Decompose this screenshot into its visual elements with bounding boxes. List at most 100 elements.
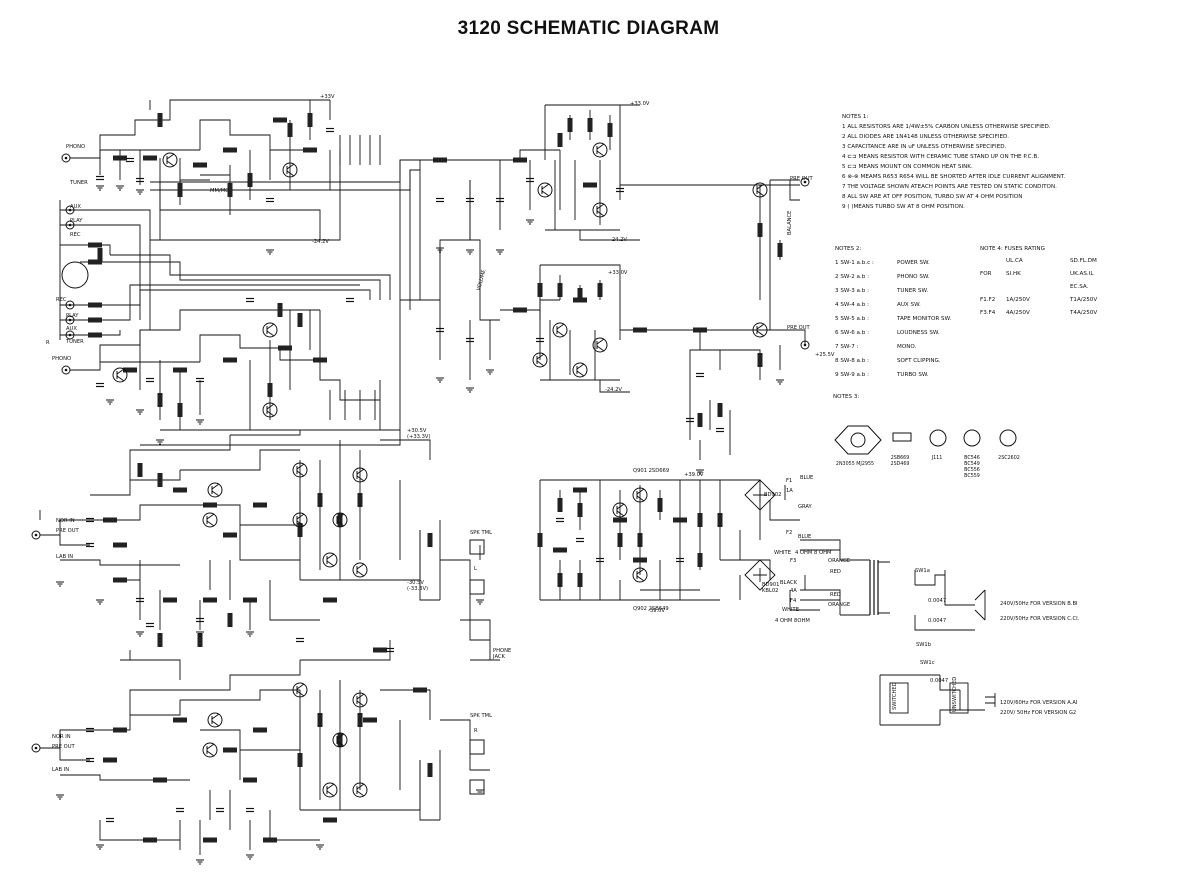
- ground-symbol: [475, 789, 485, 795]
- resistor: [103, 757, 117, 763]
- notes-3-heading: NOTES 3:: [833, 394, 860, 400]
- transistor: [202, 512, 218, 528]
- resistor: [717, 403, 723, 417]
- resistor: [173, 367, 187, 373]
- resistor: [363, 717, 377, 723]
- resistor: [277, 303, 283, 317]
- label-l: L: [474, 566, 477, 572]
- ground-symbol: [95, 599, 105, 605]
- capacitor: [715, 427, 725, 433]
- resistor: [513, 307, 527, 313]
- label-tuner-2: TUNER: [66, 339, 84, 345]
- note-2-key: 3 SW-3 a.b :: [835, 288, 869, 294]
- transistor: [322, 552, 338, 568]
- resistor: [307, 113, 313, 127]
- label-bd901: BD901 KBL02: [762, 582, 780, 594]
- label-sw1a: SW1a: [915, 568, 930, 574]
- resistor: [143, 837, 157, 843]
- resistor: [103, 517, 117, 523]
- transistor: [552, 322, 568, 338]
- ground-symbol: [195, 419, 205, 425]
- capacitor: [145, 622, 155, 628]
- resistor: [583, 182, 597, 188]
- ground-symbol: [465, 387, 475, 393]
- label-sw1b: SW1b: [916, 642, 932, 648]
- notes-1: NOTES 1: 1 ALL RESISTORS ARE 1/4W±5% CAR…: [842, 112, 1172, 212]
- transistor: [207, 712, 223, 728]
- capacitor: [125, 157, 135, 163]
- resistor: [223, 357, 237, 363]
- resistor: [717, 513, 723, 527]
- resistor: [173, 717, 187, 723]
- ground-symbol: [135, 631, 145, 637]
- fuse-rating-a: 1A/250V: [1006, 297, 1030, 303]
- resistor: [673, 517, 687, 523]
- label-bd902: BD902: [764, 492, 782, 498]
- label-cap-0047b: 0.0047: [928, 618, 947, 624]
- fuse-rating-a: 4A/250V: [1006, 310, 1030, 316]
- resistor: [243, 777, 257, 783]
- resistor: [413, 687, 427, 693]
- transistor: [202, 742, 218, 758]
- note-2-key: 7 SW-7 :: [835, 344, 859, 350]
- ground-symbol: [315, 844, 325, 850]
- label-m242c: -24.2V: [605, 387, 622, 393]
- ground-symbol: [525, 219, 535, 225]
- capacitor: [245, 297, 255, 303]
- package-2sb669: 2SB669 2SD469: [890, 456, 910, 467]
- ground-symbol: [435, 377, 445, 383]
- note-4-col2: EC.SA.: [1070, 284, 1089, 290]
- resistor: [113, 577, 127, 583]
- note-2-key: 2 SW-2 a.b :: [835, 274, 869, 280]
- label-lab-in: LAB IN: [56, 554, 74, 560]
- note-1-item: 5 ⊏⊐ MEANS MOUNT ON COMMON HEAT SINK.: [842, 164, 973, 170]
- note-4-col2: UK.AS.IL: [1070, 271, 1094, 277]
- note-1-item: 4 ⊏⊐ MEANS RESISTOR WITH CERAMIC TUBE ST…: [842, 154, 1039, 160]
- ground-symbol: [135, 409, 145, 415]
- resistor: [613, 517, 627, 523]
- note-2-val: SOFT CLIPPING.: [897, 358, 941, 364]
- resistor: [577, 503, 583, 517]
- label-aux: AUX: [70, 204, 81, 210]
- notes-3: NOTES 3:: [833, 392, 859, 402]
- note-2-key: 6 SW-6 a.b :: [835, 330, 869, 336]
- resistor: [557, 283, 563, 297]
- resistor: [557, 133, 563, 147]
- transistor: [262, 322, 278, 338]
- notes-2: NOTES 2: 1 SW-1 a.b.c :POWER SW. 2 SW-2 …: [835, 244, 1010, 380]
- resistor: [537, 533, 543, 547]
- note-4-col1: SI.HK: [1006, 271, 1021, 277]
- label-phono-2: PHONO: [52, 356, 72, 362]
- note-4-col1: UL.CA: [1006, 258, 1023, 264]
- resistor: [607, 123, 613, 137]
- resistor: [203, 502, 217, 508]
- note-2-val: TUNER SW.: [897, 288, 929, 294]
- resistor: [577, 573, 583, 587]
- wire-orange-2: ORANGE: [828, 602, 851, 608]
- label-cap-0047c: 0.0047: [930, 678, 949, 684]
- ground-symbol: [55, 794, 65, 800]
- resistor: [313, 357, 327, 363]
- capacitor: [175, 807, 185, 813]
- ground-symbol: [475, 599, 485, 605]
- label-balance: BALANCE: [787, 210, 793, 235]
- wire-black: BLACK: [780, 580, 798, 586]
- resistor: [303, 147, 317, 153]
- label-play-2: PLAY: [66, 313, 79, 319]
- resistor: [223, 147, 237, 153]
- capacitor: [215, 807, 225, 813]
- ground-symbol: [195, 859, 205, 865]
- resistor: [193, 162, 207, 168]
- resistor: [323, 817, 337, 823]
- resistor: [177, 183, 183, 197]
- note-1-item: 7 THE VOLTAGE SHOWN ATEACH POINTS ARE TE…: [842, 184, 1057, 190]
- resistor: [203, 597, 217, 603]
- ground-symbol: [95, 185, 105, 191]
- resistor: [617, 533, 623, 547]
- label-m305: -30.5V (-33.3V): [407, 580, 429, 592]
- wire-red: RED: [830, 569, 841, 575]
- resistor: [223, 532, 237, 538]
- label-m242: -24.2V: [312, 239, 329, 245]
- resistor: [697, 513, 703, 527]
